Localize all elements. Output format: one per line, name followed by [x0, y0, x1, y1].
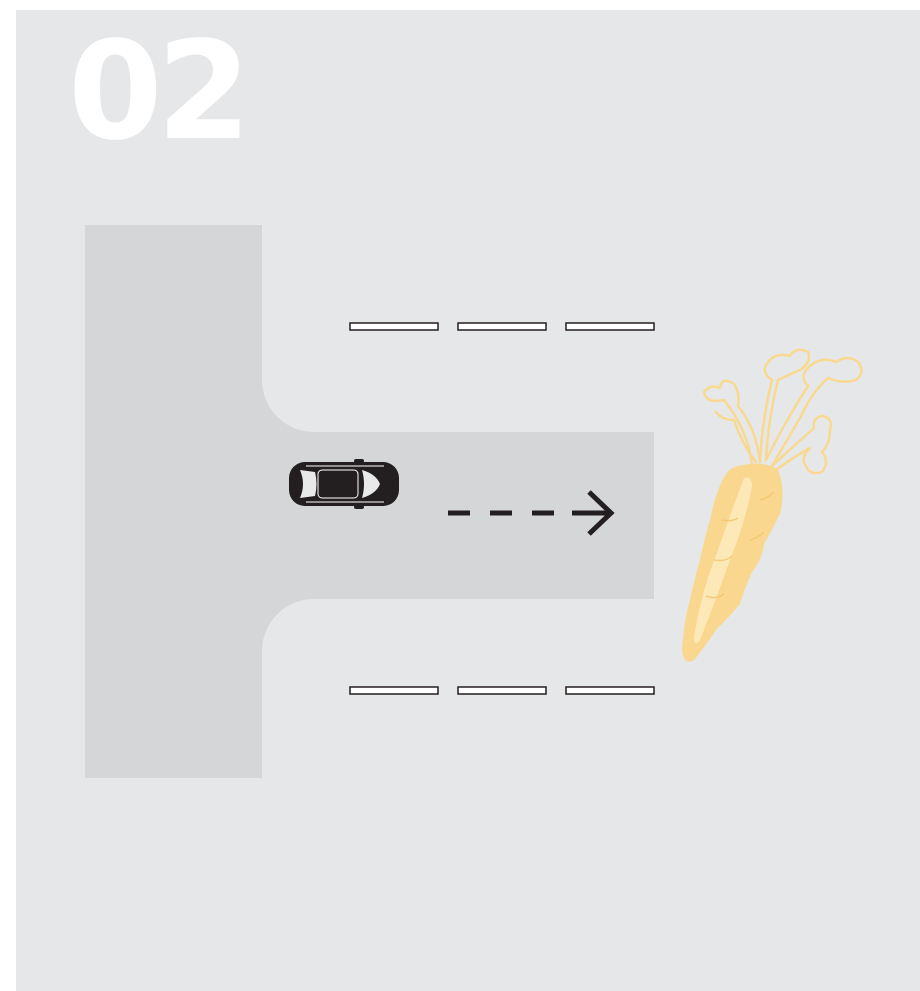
lane-markings-top: [350, 323, 654, 330]
lane-marking: [566, 687, 654, 694]
lane-marking: [350, 687, 438, 694]
car-top-view-icon: [289, 459, 399, 509]
lane-marking: [458, 687, 546, 694]
carrot-leaves: [704, 350, 862, 473]
lane-marking: [350, 323, 438, 330]
lane-marking: [458, 323, 546, 330]
lane-markings-bottom: [350, 687, 654, 694]
carrot-icon: [682, 350, 862, 662]
lane-marking: [566, 323, 654, 330]
